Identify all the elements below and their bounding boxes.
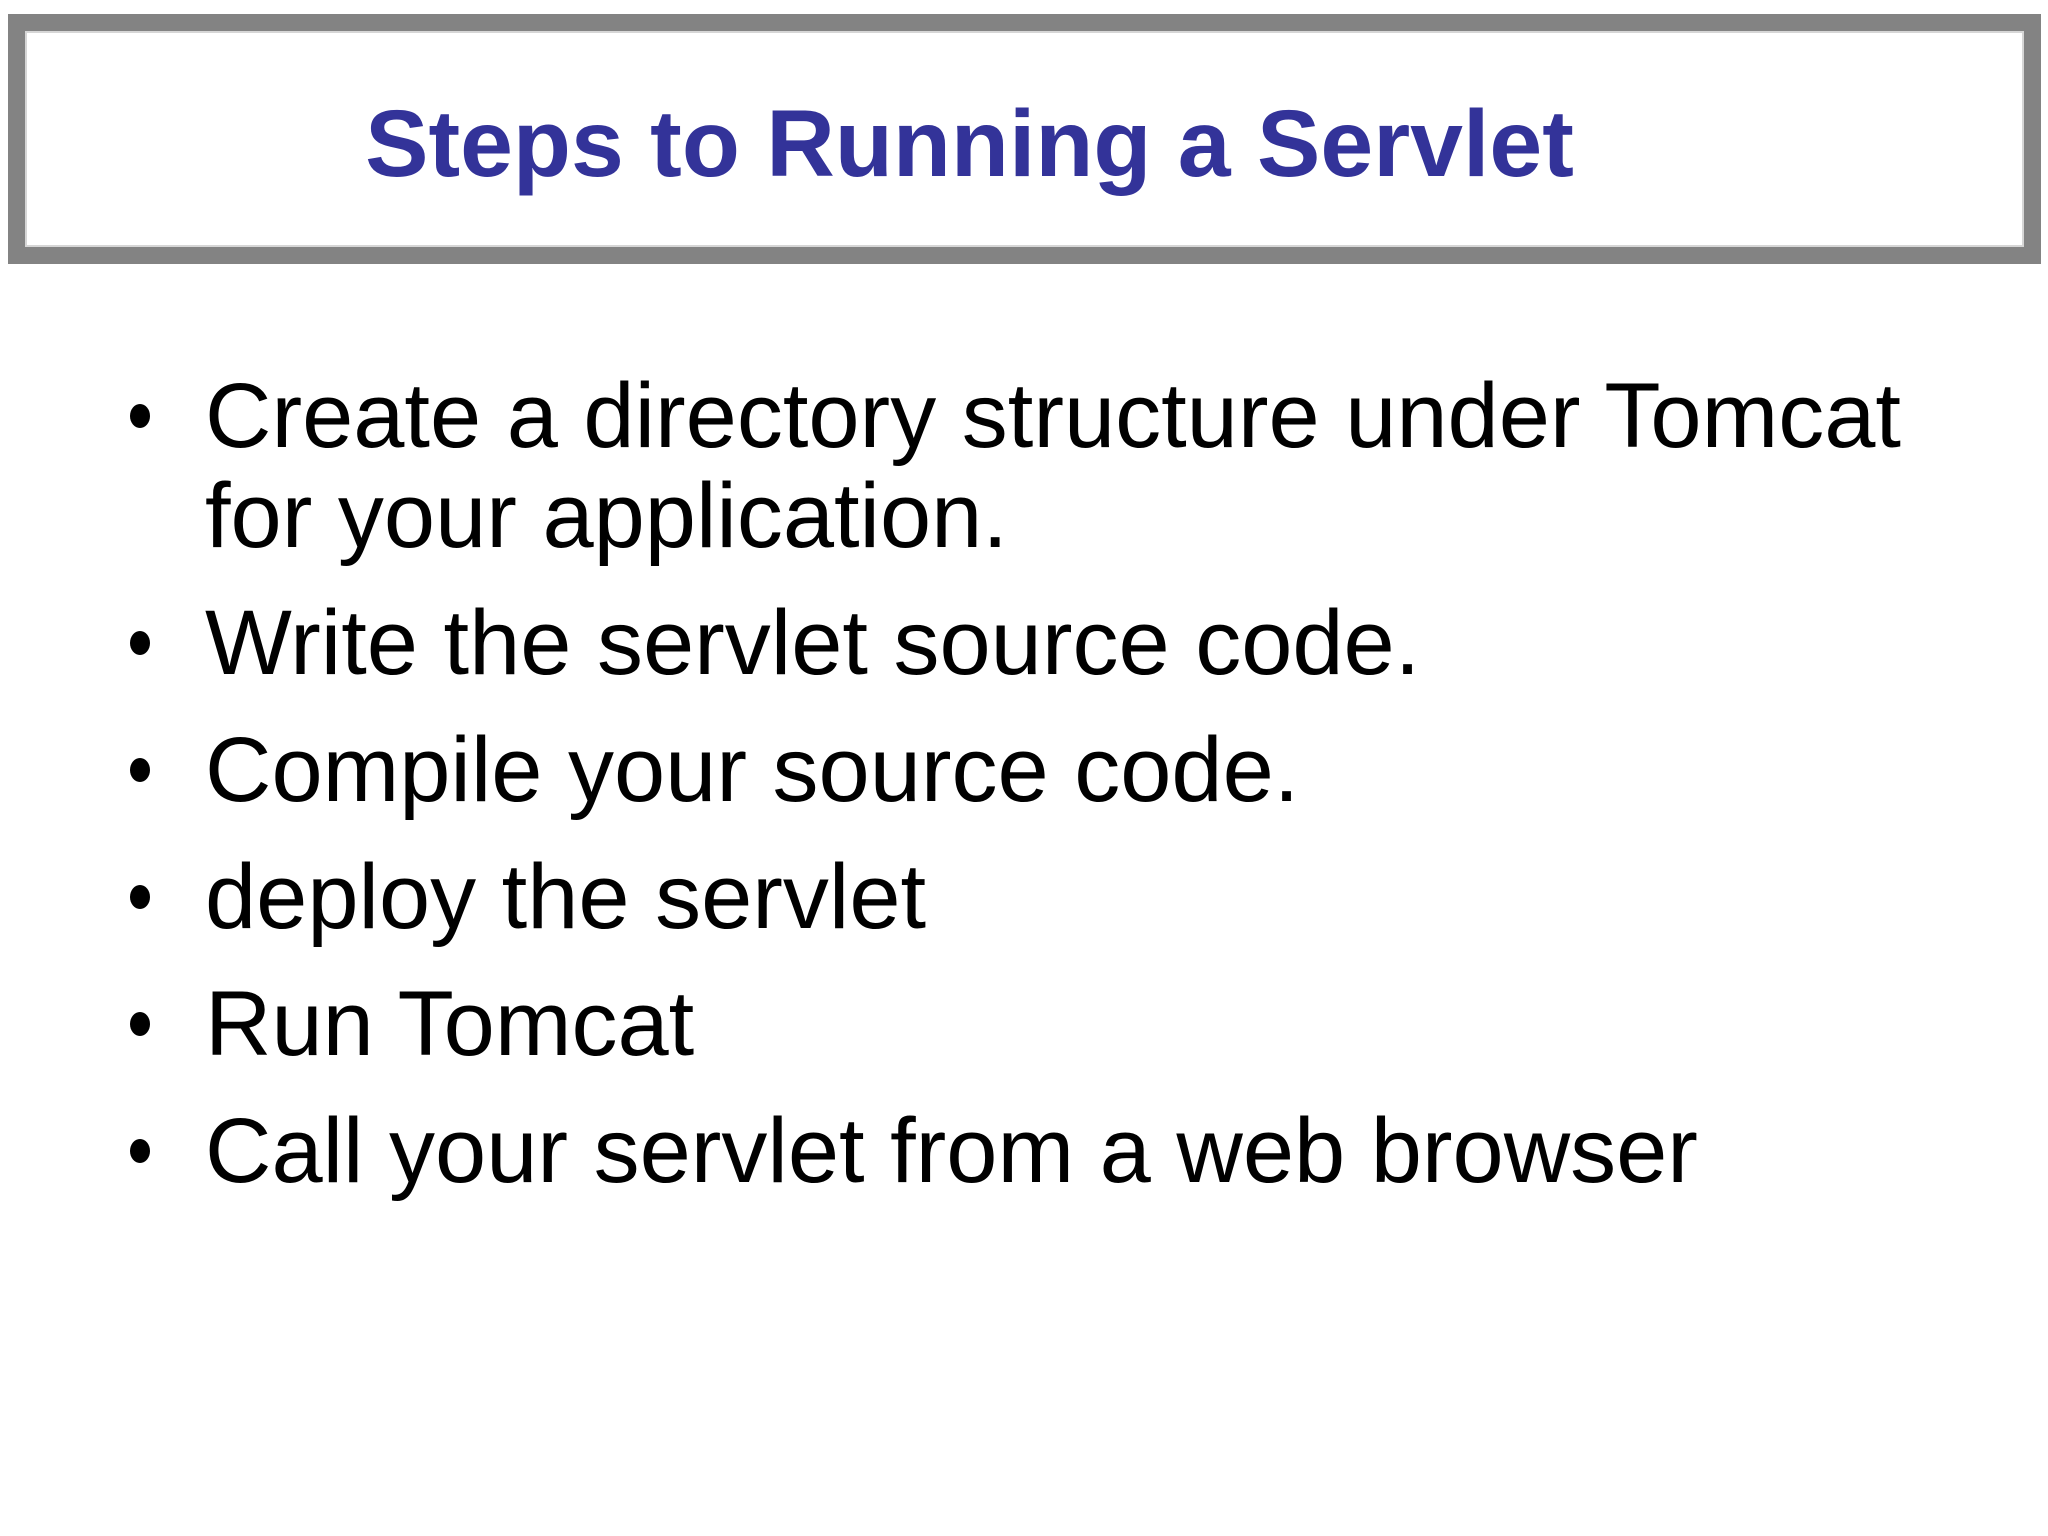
bullet-marker — [130, 593, 205, 693]
bullet-item: Write the servlet source code. — [130, 593, 1970, 693]
bullet-marker — [130, 1101, 205, 1201]
slide-title: Steps to Running a Servlet — [365, 90, 1574, 197]
title-frame: Steps to Running a Servlet — [8, 14, 2041, 264]
bullet-item: Call your servlet from a web browser — [130, 1101, 1970, 1201]
bullet-list: Create a directory structure under Tomca… — [130, 366, 1970, 1228]
bullet-dot-icon — [130, 631, 150, 655]
bullet-marker — [130, 720, 205, 820]
bullet-dot-icon — [130, 758, 150, 782]
bullet-item: Run Tomcat — [130, 974, 1970, 1074]
bullet-dot-icon — [130, 1139, 150, 1163]
bullet-marker — [130, 366, 205, 466]
bullet-dot-icon — [130, 885, 150, 909]
bullet-marker — [130, 974, 205, 1074]
bullet-text: Create a directory structure under Tomca… — [205, 365, 1901, 567]
bullet-dot-icon — [130, 1012, 150, 1036]
bullet-text: Call your servlet from a web browser — [205, 1100, 1698, 1202]
bullet-text: Run Tomcat — [205, 973, 695, 1075]
bullet-dot-icon — [130, 404, 150, 428]
bullet-text: Write the servlet source code. — [205, 592, 1421, 694]
bullet-marker — [130, 847, 205, 947]
bullet-item: Compile your source code. — [130, 720, 1970, 820]
bullet-item: Create a directory structure under Tomca… — [130, 366, 1970, 566]
bullet-text: deploy the servlet — [205, 846, 927, 948]
bullet-item: deploy the servlet — [130, 847, 1970, 947]
bullet-text: Compile your source code. — [205, 719, 1300, 821]
